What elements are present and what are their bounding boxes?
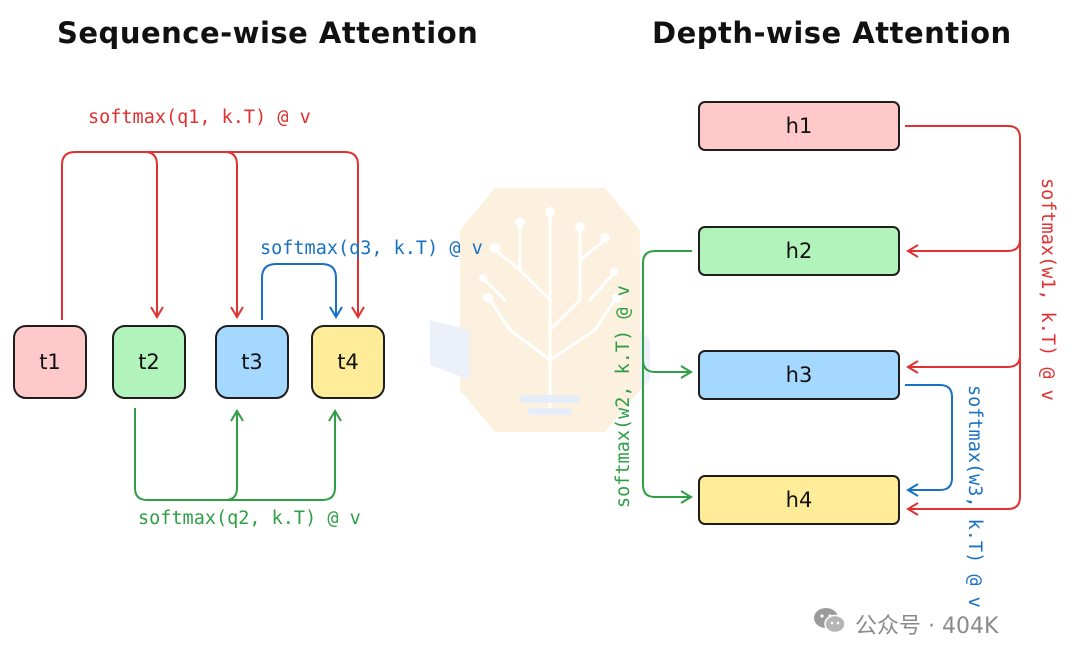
depth-w2-arrows [642, 250, 693, 504]
hidden-h2: h2 [698, 226, 900, 276]
hidden-h4: h4 [698, 475, 900, 525]
hidden-h2-label: h2 [785, 239, 813, 263]
label-seq-q1: softmax(q1, k.T) @ v [88, 107, 311, 128]
token-t3: t3 [215, 325, 289, 399]
token-t1-label: t1 [39, 350, 61, 374]
hidden-h1: h1 [698, 101, 900, 151]
title-depth-wise: Depth-wise Attention [652, 16, 1012, 50]
hidden-h3-label: h3 [785, 363, 813, 387]
label-depth-w2: softmax(w2, k.T) @ v [613, 285, 634, 508]
seq-q1-arrows [61, 151, 365, 320]
token-t2-label: t2 [138, 350, 160, 374]
label-seq-q3: softmax(q3, k.T) @ v [260, 238, 483, 259]
label-depth-w3: softmax(w3, k.T) @ v [964, 385, 985, 608]
token-t1: t1 [13, 325, 87, 399]
token-t4: t4 [311, 325, 385, 399]
token-t2: t2 [112, 325, 186, 399]
seq-q3-arrow [261, 263, 343, 320]
depth-w1-arrows [905, 125, 1021, 516]
hidden-h3: h3 [698, 350, 900, 400]
label-depth-w1: softmax(w1, k.T) @ v [1037, 178, 1058, 401]
token-t4-label: t4 [337, 350, 359, 374]
label-seq-q2: softmax(q2, k.T) @ v [138, 508, 361, 529]
hidden-h1-label: h1 [785, 114, 813, 138]
token-t3-label: t3 [241, 350, 263, 374]
seq-q2-arrows [134, 408, 342, 501]
hidden-h4-label: h4 [785, 488, 813, 512]
title-sequence-wise: Sequence-wise Attention [57, 16, 479, 50]
wechat-icon [814, 608, 846, 634]
depth-w3-arrow [905, 384, 953, 497]
watermark-text: 公众号 · 404K [855, 614, 999, 639]
